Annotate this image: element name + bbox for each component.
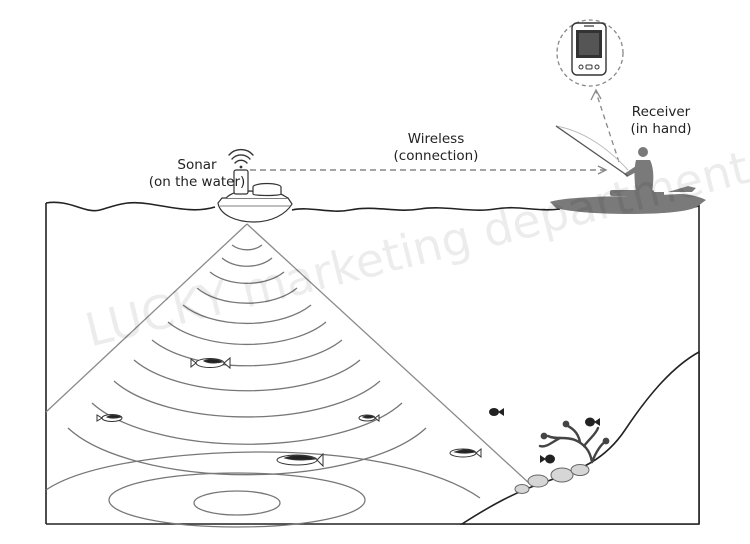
receiver-subtitle: (in hand) [630, 121, 692, 137]
sonar-beam [45, 223, 531, 485]
fish-icon [358, 414, 380, 422]
sonar-title: Sonar [177, 157, 217, 173]
sonar-device [217, 169, 293, 223]
receiver-title: Receiver [631, 104, 691, 120]
fish-icon [190, 356, 231, 370]
receiver-link [590, 88, 620, 163]
fishing-rod [555, 125, 629, 177]
fisherman-boat [550, 147, 706, 214]
receiver-label: Receiver (in hand) [616, 104, 706, 138]
rocks [514, 464, 590, 494]
wireless-connection [250, 165, 608, 175]
fish-icon [276, 452, 324, 468]
coral [538, 420, 610, 464]
fish-outlined [96, 356, 482, 468]
fish-small-dark [489, 408, 600, 464]
fishing-line [555, 125, 629, 171]
fish-icon [489, 408, 504, 416]
wireless-subtitle: (connection) [393, 148, 479, 164]
seabed-hill [459, 350, 700, 525]
wireless-label: Wireless (connection) [378, 131, 494, 165]
wifi-icon [228, 148, 254, 169]
fish-icon [449, 447, 482, 459]
sonar-arcs [67, 244, 427, 476]
wireless-title: Wireless [407, 131, 465, 147]
fish-icon [540, 454, 555, 464]
fish-icon [585, 417, 600, 427]
sonar-label: Sonar (on the water) [132, 157, 262, 191]
sonar-subtitle: (on the water) [148, 174, 246, 190]
fish-icon [96, 414, 123, 422]
receiver-device [556, 19, 624, 87]
seabed-rings [45, 451, 481, 528]
